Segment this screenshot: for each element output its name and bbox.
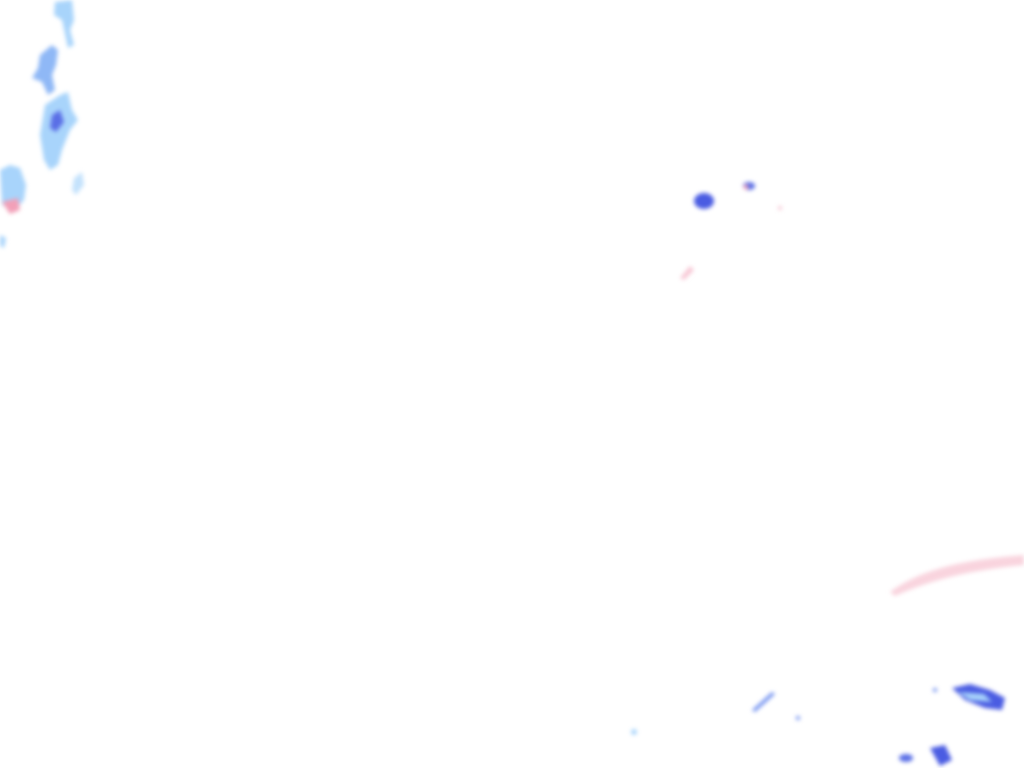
precip-cell-moderate <box>796 716 800 720</box>
precip-cell-moderate <box>933 688 937 692</box>
precip-streak-moderate <box>752 692 775 712</box>
precip-cell-light <box>54 0 74 48</box>
precip-cell-heavy <box>899 754 913 762</box>
precip-cell-light <box>0 235 6 248</box>
precip-cell-light <box>72 172 84 195</box>
precip-cell-light <box>0 165 26 210</box>
precip-cell-moderate <box>40 92 78 170</box>
precip-cell-light <box>631 729 637 735</box>
precip-cell-heavy <box>694 193 714 209</box>
precip-band-mixed <box>890 555 1024 596</box>
precip-cell-mixed <box>2 198 20 214</box>
precip-cell-heavy <box>930 745 952 766</box>
precip-cell-heavy <box>50 110 64 132</box>
precip-cell-mixed <box>778 206 782 210</box>
precip-cell-mixed <box>743 184 749 190</box>
precip-cell-light <box>958 692 992 702</box>
precip-cell-moderate <box>32 45 58 95</box>
precip-cell-mixed <box>680 266 694 280</box>
